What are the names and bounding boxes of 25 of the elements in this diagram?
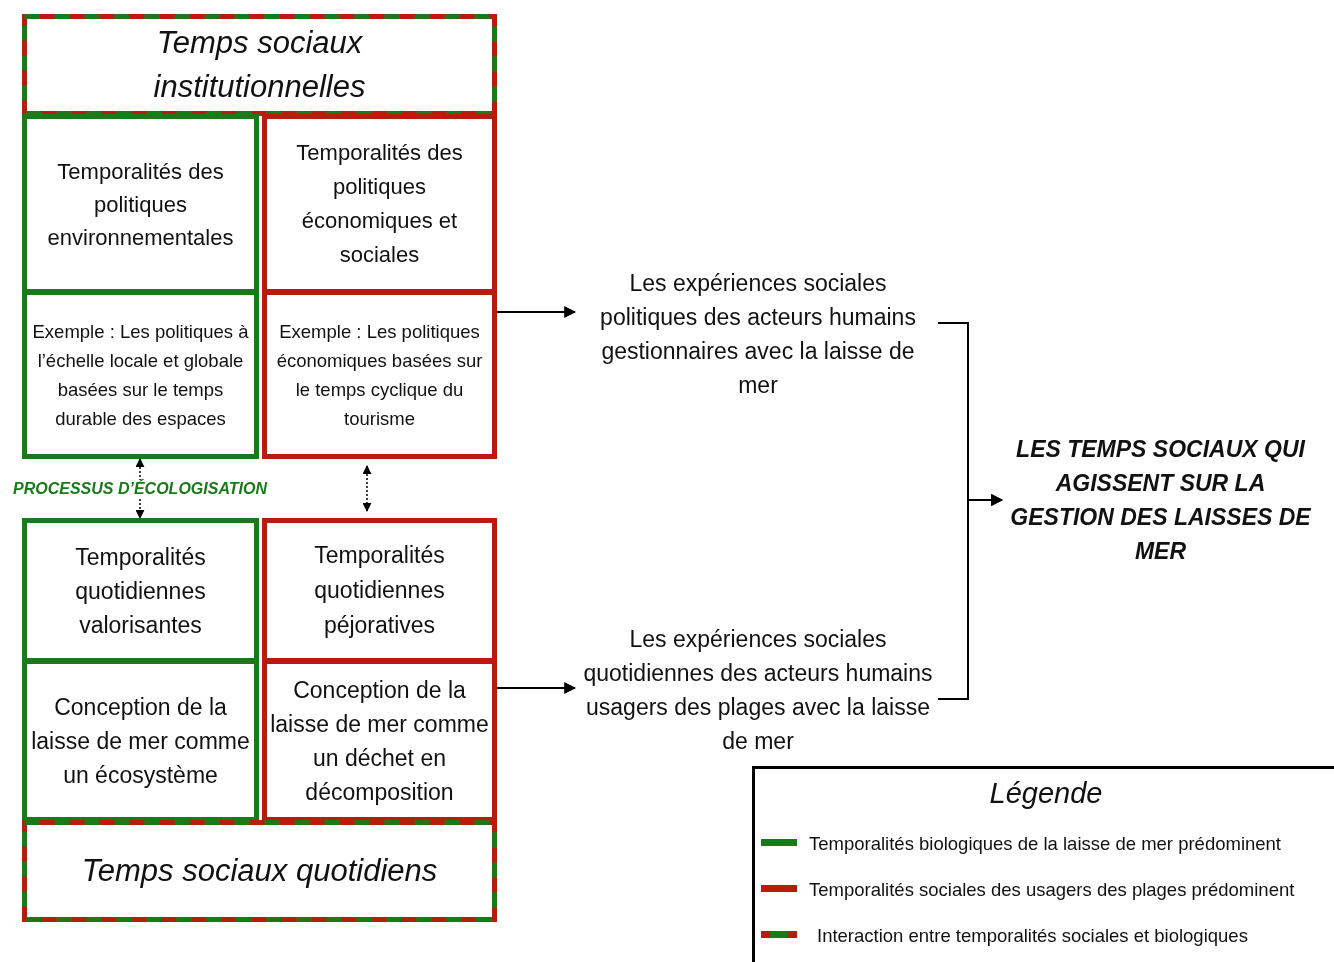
section-title-box: [22, 820, 497, 922]
legend-text: Interaction entre temporalités sociales et biologiques: [817, 924, 1248, 948]
box-text: Temporalités des politiques économiques et sociales: [295, 139, 464, 269]
legend-title: Légende: [988, 777, 1104, 810]
edge-label: PROCESSUS D’ÉCOLOGISATION: [11, 479, 269, 498]
conclusion-text: LES TEMPS SOCIAUX QUI AGISSENT SUR LA GESTION DES LAISSES DE MER: [1009, 435, 1312, 566]
arrow: [496, 306, 577, 318]
arrow: [135, 458, 145, 519]
legend-text: Temporalités biologiques de la laisse de mer prédominent: [809, 832, 1281, 856]
box-text: Exemple : Les politiques à l’échelle locale et globale basées sur le temps durable des espaces: [31, 319, 250, 431]
box-text: Exemple : Les politiques économiques basées sur le temps cyclique du tourisme: [275, 319, 484, 431]
box-text: Temporalités des politiques environnementales: [46, 157, 235, 252]
statement-text: Les expériences sociales politiques des acteurs humains gestionnaires avec la laisse de mer: [599, 269, 917, 400]
arrow: [362, 465, 372, 512]
box-text: Temporalités quotidiennes valorisantes: [74, 542, 207, 640]
statement-text: Les expériences sociales quotidiennes des acteurs humains usagers des plages avec la laisse de mer: [583, 625, 933, 756]
section-title: Temps sociaux institutionnelles: [152, 24, 367, 106]
legend-text: Temporalités sociales des usagers des plages prédominent: [809, 878, 1295, 902]
arrow: [937, 494, 1004, 700]
box-text: Conception de la laisse de mer comme un déchet en décomposition: [269, 675, 490, 807]
box-text: Temporalités quotidiennes péjoratives: [313, 541, 446, 640]
arrow: [496, 682, 577, 694]
section-title: Temps sociaux quotidiens: [81, 852, 438, 890]
box-text: Conception de la laisse de mer comme un écosystème: [30, 692, 251, 790]
section-title-box: [22, 14, 497, 116]
